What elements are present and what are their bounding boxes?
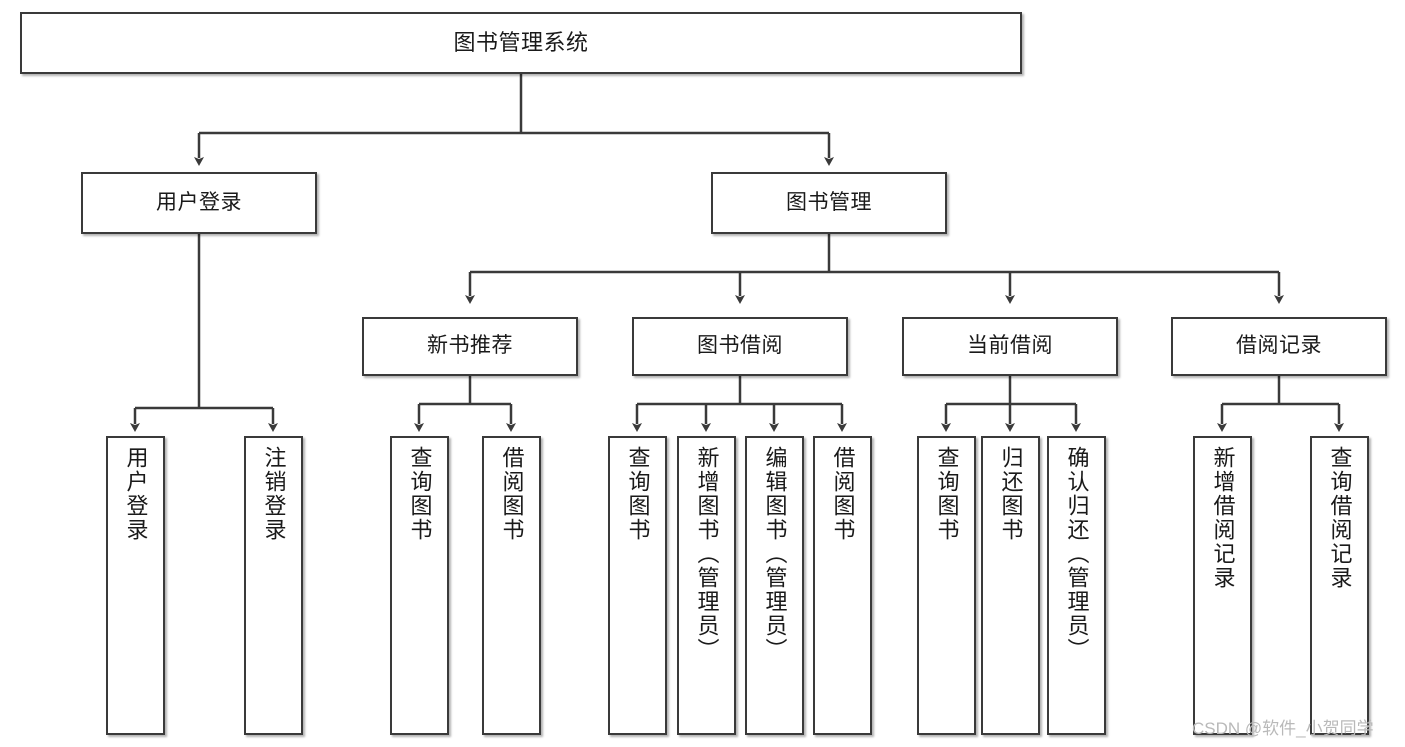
leaf-user-login-signin[interactable]: 用户登录 <box>106 436 165 735</box>
node-book-management[interactable]: 图书管理 <box>711 172 947 234</box>
node-label: 图书管理 <box>786 190 872 214</box>
csdn-watermark: CSDN @软件_小贺同学 <box>1192 719 1374 738</box>
node-book-borrow[interactable]: 图书借阅 <box>632 317 848 376</box>
leaf-records-add-record[interactable]: 新增借阅记录 <box>1193 436 1252 735</box>
node-label: 编辑图书（管理员） <box>762 446 788 662</box>
leaf-user-login-signout[interactable]: 注销登录 <box>244 436 303 735</box>
node-label: 查询图书 <box>625 446 651 542</box>
node-label: 当前借阅 <box>967 334 1053 358</box>
node-label: 注销登录 <box>261 446 287 542</box>
node-label: 用户登录 <box>156 190 242 214</box>
leaf-borrow-edit-book-admin[interactable]: 编辑图书（管理员） <box>745 436 804 735</box>
leaf-borrow-borrow-book[interactable]: 借阅图书 <box>813 436 872 735</box>
node-user-login[interactable]: 用户登录 <box>81 172 317 234</box>
node-label: 新增借阅记录 <box>1210 446 1236 590</box>
node-root-system[interactable]: 图书管理系统 <box>20 12 1022 74</box>
node-label: 新增图书（管理员） <box>694 446 720 662</box>
node-label: 借阅图书 <box>499 446 525 542</box>
leaf-newbooks-query-book[interactable]: 查询图书 <box>390 436 449 735</box>
leaf-records-query-record[interactable]: 查询借阅记录 <box>1310 436 1369 735</box>
node-label: 图书借阅 <box>697 334 783 358</box>
leaf-newbooks-borrow-book[interactable]: 借阅图书 <box>482 436 541 735</box>
leaf-borrow-query-book[interactable]: 查询图书 <box>608 436 667 735</box>
node-label: 新书推荐 <box>427 334 513 358</box>
node-label: 确认归还（管理员） <box>1064 446 1090 662</box>
node-new-book-recommend[interactable]: 新书推荐 <box>362 317 578 376</box>
leaf-current-return-book[interactable]: 归还图书 <box>981 436 1040 735</box>
node-label: 查询图书 <box>934 446 960 542</box>
node-label: 查询图书 <box>407 446 433 542</box>
leaf-borrow-add-book-admin[interactable]: 新增图书（管理员） <box>677 436 736 735</box>
node-label: 借阅图书 <box>830 446 856 542</box>
node-borrow-records[interactable]: 借阅记录 <box>1171 317 1387 376</box>
node-label: 归还图书 <box>998 446 1024 542</box>
node-label: 图书管理系统 <box>453 30 589 56</box>
leaf-current-confirm-return-admin[interactable]: 确认归还（管理员） <box>1047 436 1106 735</box>
node-label: 查询借阅记录 <box>1327 446 1353 590</box>
node-label: 借阅记录 <box>1236 334 1322 358</box>
node-label: 用户登录 <box>123 446 149 542</box>
node-current-borrow[interactable]: 当前借阅 <box>902 317 1118 376</box>
leaf-current-query-book[interactable]: 查询图书 <box>917 436 976 735</box>
